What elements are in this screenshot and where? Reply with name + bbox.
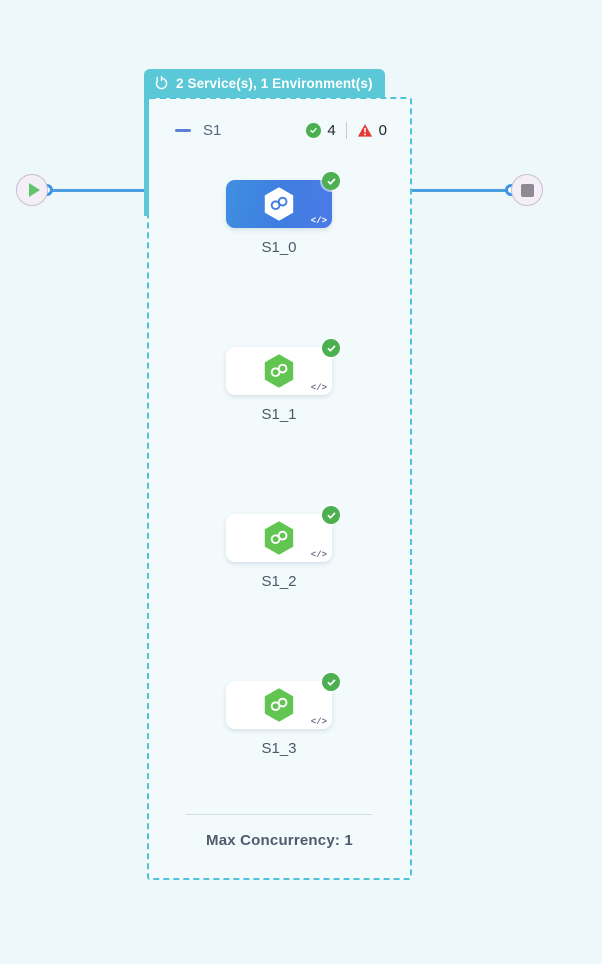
check-circle-icon (322, 172, 340, 190)
group-name-label: S1 (203, 121, 222, 139)
node-label: S1_1 (261, 406, 297, 423)
node-card[interactable]: </> (226, 339, 340, 395)
code-brackets-icon: </> (310, 383, 327, 393)
warning-count: 0 (378, 121, 387, 139)
node-label: S1_2 (261, 573, 297, 590)
stats-divider (345, 121, 347, 139)
minus-collapse-icon[interactable] (175, 128, 191, 132)
play-icon (28, 183, 40, 197)
code-brackets-icon: </> (310, 717, 327, 727)
node-card[interactable]: </> (226, 506, 340, 562)
service-node-s1-0[interactable]: </> S1_0 (226, 172, 340, 256)
group-tab-label: 2 Service(s), 1 Environment(s) (176, 76, 373, 91)
start-node[interactable] (16, 174, 48, 206)
node-card[interactable]: </> (226, 673, 340, 729)
max-concurrency-label: Max Concurrency: 1 (206, 832, 353, 849)
group-header-row: S1 4 0 (175, 118, 387, 142)
warning-stat: 0 (357, 122, 387, 139)
footer-divider (186, 814, 372, 815)
check-circle-icon (306, 122, 322, 138)
code-brackets-icon: </> (310, 550, 327, 560)
service-hexagon-icon (264, 187, 294, 221)
healthy-stat: 4 (306, 121, 336, 139)
edge-start-to-group (44, 189, 148, 192)
group-left-rail (144, 96, 149, 216)
node-card[interactable]: </> (226, 172, 340, 228)
node-label: S1_0 (261, 239, 297, 256)
group-tab[interactable]: 2 Service(s), 1 Environment(s) (144, 69, 385, 98)
service-hexagon-icon (264, 521, 294, 555)
group-stats: 4 0 (306, 121, 387, 139)
check-circle-icon (322, 673, 340, 691)
check-circle-icon (322, 339, 340, 357)
service-node-s1-2[interactable]: </> S1_2 (226, 506, 340, 590)
end-node[interactable] (511, 174, 543, 206)
stop-square-icon (520, 183, 534, 197)
service-hexagon-icon (264, 688, 294, 722)
code-brackets-icon: </> (310, 216, 327, 226)
healthy-count: 4 (327, 121, 336, 139)
service-node-s1-3[interactable]: </> S1_3 (226, 673, 340, 757)
edge-group-to-end (411, 189, 513, 192)
node-label: S1_3 (261, 740, 297, 757)
cycle-refresh-icon (155, 76, 168, 90)
warning-triangle-icon (357, 123, 372, 137)
service-node-s1-1[interactable]: </> S1_1 (226, 339, 340, 423)
check-circle-icon (322, 506, 340, 524)
service-hexagon-icon (264, 354, 294, 388)
